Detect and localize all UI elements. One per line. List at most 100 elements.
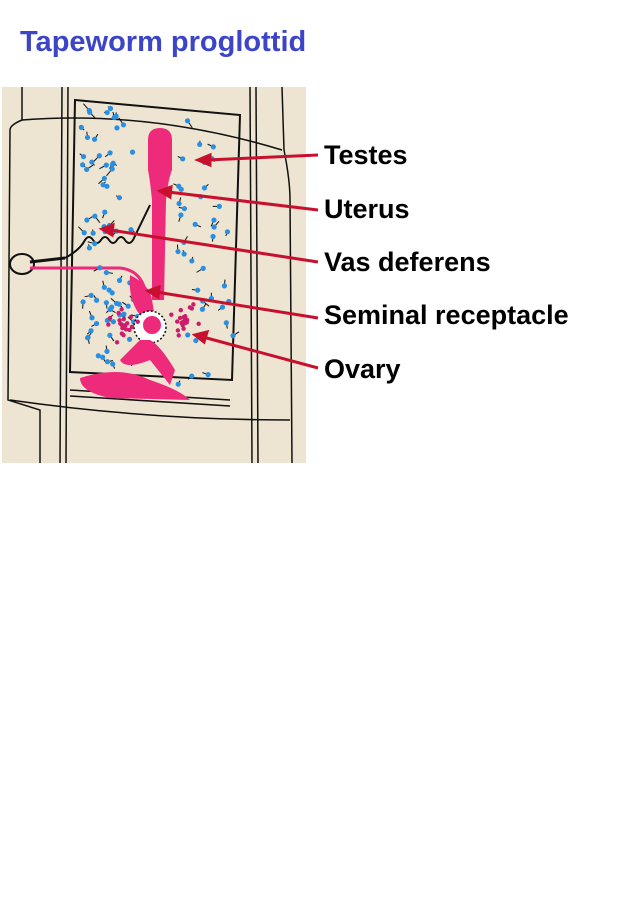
testis-dot xyxy=(114,300,120,307)
testis-dot xyxy=(219,304,226,310)
testis-dot xyxy=(210,144,216,150)
testis-dot xyxy=(86,245,92,251)
ovary-lobule xyxy=(169,312,174,317)
testis-dot xyxy=(110,361,116,367)
slide-title: Tapeworm proglottid xyxy=(20,26,307,58)
testis-dot xyxy=(178,212,184,218)
ovary-lobule xyxy=(181,319,187,324)
testis-dot xyxy=(89,159,95,165)
testis-dot xyxy=(101,284,107,290)
ovary-lobule xyxy=(114,340,120,345)
arrow-testes-head xyxy=(194,152,212,168)
testis-dot xyxy=(185,332,191,338)
testis-dot xyxy=(80,299,86,305)
testis-dot xyxy=(104,359,111,365)
ovary-lobule xyxy=(127,327,132,333)
ovary-lobule xyxy=(189,306,195,311)
testis-dot xyxy=(175,248,181,255)
testis-dot xyxy=(114,125,120,131)
testis-dot xyxy=(107,150,113,156)
arrow-vas-deferens-head xyxy=(98,222,115,238)
testis-dot xyxy=(110,160,116,166)
ovary-lobule xyxy=(181,314,186,320)
testis-dot xyxy=(84,134,91,141)
ovary-lobule xyxy=(175,328,181,333)
testis-dot xyxy=(121,311,127,317)
seminal-receptacle xyxy=(129,275,155,318)
testis-dot xyxy=(78,124,84,130)
ovary-lobule xyxy=(178,307,184,313)
testis-dot xyxy=(126,336,133,342)
testis-dot xyxy=(89,315,95,321)
testis-dot xyxy=(88,328,94,334)
testis-dot xyxy=(102,209,108,215)
testis-dot xyxy=(107,105,114,112)
testis-dot xyxy=(125,303,131,309)
testis-dot xyxy=(200,265,206,271)
ovary-lobule xyxy=(116,310,121,316)
arrow-seminal-receptacle-head xyxy=(144,284,161,300)
testis-dot xyxy=(91,136,98,142)
label-ovary: Ovary xyxy=(324,354,401,384)
testis-dot xyxy=(216,203,222,209)
ovary-lobule xyxy=(135,319,140,324)
testis-dot xyxy=(120,122,127,128)
ovary-lobule xyxy=(129,324,135,330)
testis-dot xyxy=(85,334,91,340)
testis-dot xyxy=(178,186,184,192)
testis-dot xyxy=(109,166,115,172)
testis-dot xyxy=(189,373,195,379)
testis-dot xyxy=(110,319,116,325)
ovary-lobule xyxy=(120,325,125,331)
uterus xyxy=(148,128,172,300)
ovary-lobule xyxy=(119,322,125,327)
testis-dot xyxy=(103,162,109,168)
arrow-seminal-receptacle xyxy=(155,290,319,320)
testis-dot xyxy=(104,109,110,116)
testis-dot xyxy=(96,153,102,159)
testis-dot xyxy=(230,333,236,339)
ovary-lobule xyxy=(123,327,129,332)
testis-dot xyxy=(84,166,90,173)
arrow-vas-deferens xyxy=(109,228,319,264)
testis-dot xyxy=(199,306,206,312)
testis-dot xyxy=(103,269,110,276)
arrow-uterus-head xyxy=(156,184,173,200)
ovary xyxy=(80,302,201,400)
ovary-lobule xyxy=(121,316,126,322)
testis-dot xyxy=(92,213,98,219)
testis-dot xyxy=(84,217,90,223)
testis-dot xyxy=(93,297,100,303)
testis-dot xyxy=(116,277,123,284)
arrow-uterus xyxy=(167,190,319,212)
testis-dot xyxy=(180,156,186,162)
testis-dot xyxy=(104,348,110,354)
ovary-lobule xyxy=(124,321,130,326)
testis-dot xyxy=(107,332,113,338)
testis-dot xyxy=(95,353,101,359)
testis-dot xyxy=(104,183,110,189)
label-uterus: Uterus xyxy=(324,194,410,224)
label-seminal-receptacle: Seminal receptacle xyxy=(324,300,569,330)
label-testes: Testes xyxy=(324,140,408,170)
testis-dot xyxy=(195,287,201,293)
ovary-lobule xyxy=(181,326,186,331)
testis-dot xyxy=(128,227,134,233)
arrow-ovary-head xyxy=(191,329,210,345)
testis-dot xyxy=(86,107,92,114)
testis-dot xyxy=(88,292,94,299)
testis-dot xyxy=(223,320,229,326)
testis-dot xyxy=(197,141,203,148)
testis-dot xyxy=(92,241,98,247)
testis-dot xyxy=(175,381,181,387)
testis-dot xyxy=(100,182,106,188)
ovary-lobule xyxy=(196,321,201,326)
testis-dot xyxy=(109,290,115,296)
testis-dot xyxy=(97,265,103,271)
label-vas-deferens: Vas deferens xyxy=(324,247,491,277)
segment-outlines xyxy=(7,86,293,464)
testis-dot xyxy=(81,230,87,236)
testis-dot xyxy=(176,201,182,207)
testis-dot xyxy=(221,283,228,289)
testis-dot xyxy=(129,149,136,155)
